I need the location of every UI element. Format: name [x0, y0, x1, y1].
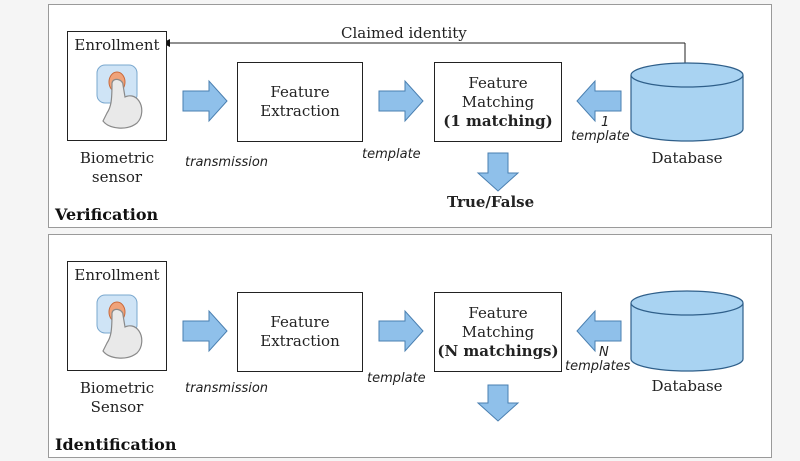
db-template-label: templates — [565, 359, 631, 374]
identification-title: Identification — [55, 435, 177, 454]
identification-panel: Enrollment Biometric Sensor Feature Extr… — [48, 234, 772, 458]
feature-extraction-box: Feature Extraction — [237, 62, 363, 142]
extraction-line2: Extraction — [260, 332, 340, 350]
matching-line3: (1 matching) — [443, 111, 553, 130]
template-label: template — [362, 147, 421, 162]
feature-matching-box: Feature Matching (N matchings) — [434, 292, 562, 372]
matching-line1: Feature — [468, 73, 528, 92]
block-arrow-icon — [476, 152, 520, 192]
result-label: True/False — [447, 193, 535, 211]
matching-line2: Matching — [461, 92, 535, 111]
extraction-line2: Extraction — [260, 102, 340, 120]
verification-title: Verification — [55, 205, 159, 224]
template-label: template — [367, 371, 426, 386]
matching-line2: Matching — [461, 322, 535, 341]
database-cylinder-icon — [630, 290, 744, 372]
enrollment-label: Enrollment — [74, 36, 160, 54]
matching-line1: Feature — [468, 303, 528, 322]
sensor-caption-line2: Sensor — [90, 398, 144, 416]
database-cylinder-icon — [630, 62, 744, 142]
sensor-caption: Biometric Sensor — [67, 379, 167, 417]
verification-panel: Claimed identity Enrollment Biometric se… — [48, 4, 772, 228]
transmission-label: transmission — [185, 381, 269, 396]
block-arrow-icon — [182, 79, 228, 123]
block-arrow-icon — [576, 79, 622, 123]
verification-connectors — [162, 39, 744, 192]
sensor-caption-line1: Biometric — [79, 379, 155, 397]
block-arrow-icon — [182, 309, 228, 353]
fingerprint-touch-icon — [96, 64, 143, 129]
block-arrow-icon — [378, 79, 424, 123]
block-arrow-icon — [476, 384, 520, 422]
feature-matching-box: Feature Matching (1 matching) — [434, 62, 562, 142]
fingerprint-touch-icon — [96, 294, 143, 359]
db-template-count: 1 — [601, 115, 610, 130]
database-label: Database — [651, 377, 723, 395]
feature-extraction-box: Feature Extraction — [237, 292, 363, 372]
sensor-caption-line1: Biometric — [79, 149, 155, 167]
block-arrow-icon — [576, 309, 622, 353]
sensor-caption: Biometric sensor — [67, 149, 167, 187]
claimed-identity-label: Claimed identity — [341, 24, 467, 42]
enrollment-label: Enrollment — [74, 266, 160, 284]
matching-line3: (N matchings) — [437, 341, 559, 360]
db-template-count: N — [599, 345, 609, 360]
identification-connectors — [182, 290, 744, 422]
db-template-label: template — [571, 129, 630, 144]
extraction-line1: Feature — [270, 83, 330, 101]
transmission-label: transmission — [185, 155, 269, 170]
sensor-caption-line2: sensor — [91, 168, 143, 186]
block-arrow-icon — [378, 309, 424, 353]
extraction-line1: Feature — [270, 313, 330, 331]
database-label: Database — [651, 149, 723, 167]
